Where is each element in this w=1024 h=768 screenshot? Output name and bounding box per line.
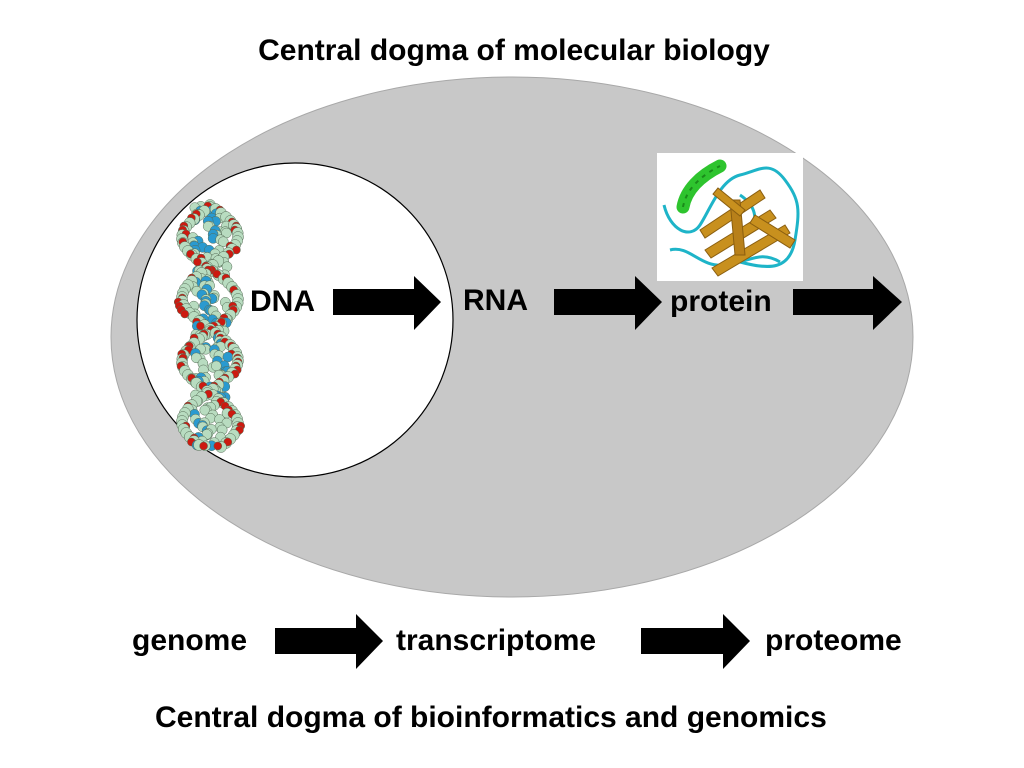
- label-dna: DNA: [250, 285, 315, 318]
- label-protein: protein: [670, 285, 772, 318]
- arrow-rna-to-protein: [554, 276, 662, 330]
- arrow-genome-to-transcriptome: [275, 614, 383, 669]
- arrow-transcriptome-to-proteome: [641, 614, 750, 669]
- protein-structure-icon: [657, 153, 803, 281]
- dna-helix-icon: [173, 199, 245, 453]
- title-molecular-biology: Central dogma of molecular biology: [258, 34, 770, 67]
- label-proteome: proteome: [765, 624, 902, 657]
- label-genome: genome: [132, 624, 248, 657]
- arrow-dna-to-rna: [333, 276, 441, 330]
- arrow-protein-out: [793, 276, 902, 330]
- label-transcriptome: transcriptome: [396, 624, 597, 657]
- title-bioinformatics-genomics: Central dogma of bioinformatics and geno…: [155, 701, 827, 734]
- label-rna: RNA: [463, 284, 528, 317]
